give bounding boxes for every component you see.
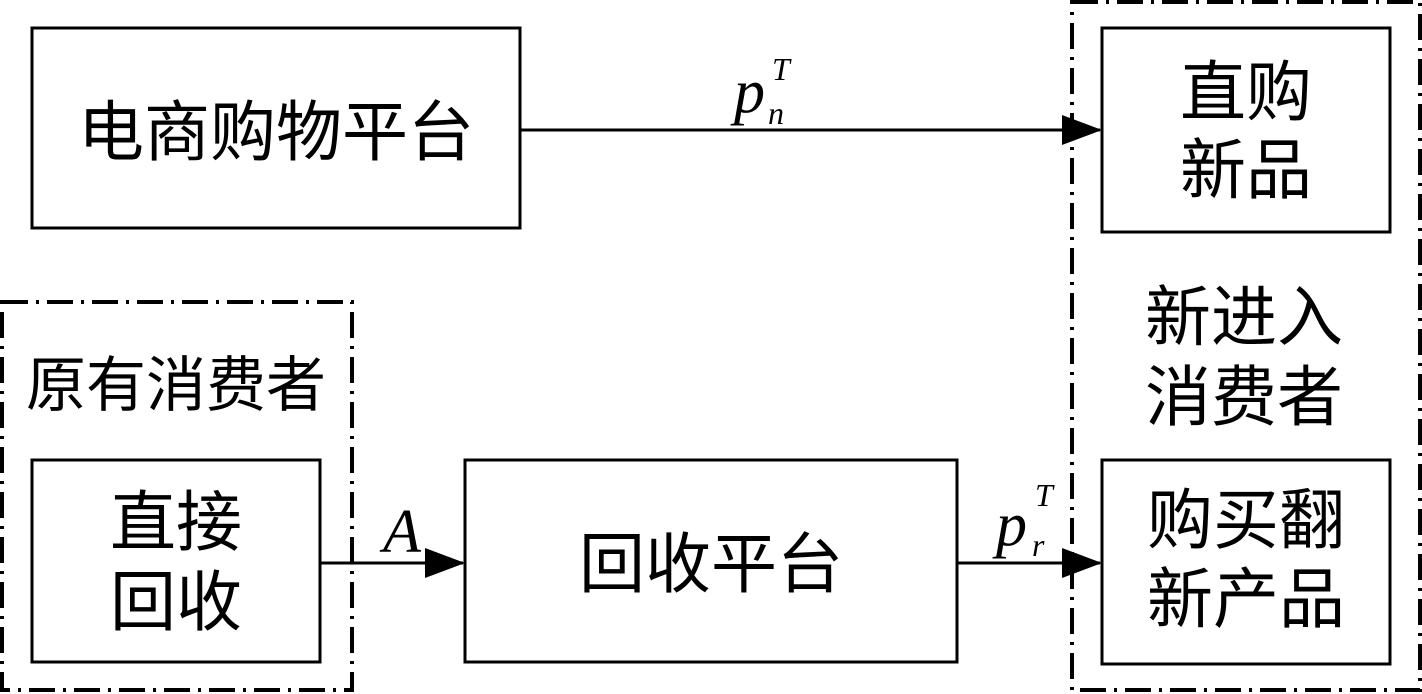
recycling-platform-label: 回收平台 [579,526,843,603]
refurb-price-base: p [992,491,1027,559]
new-price-base: p [730,58,765,126]
new-consumers-label-line2: 消费者 [1145,359,1343,436]
direct-recycle-label-line2: 回收 [110,564,242,641]
original-consumers-group-border [0,300,354,692]
direct-recycle-box [30,458,322,664]
direct-buy-new-label-line2: 新品 [1180,132,1312,209]
buy-refurbished-label-line2: 新产品 [1147,561,1345,638]
buy-refurbished-label-line1: 购买翻 [1147,482,1345,559]
buy-refurbished-box [1100,458,1392,666]
ecommerce-platform-box [30,26,522,230]
direct-buy-new-label-line1: 直购 [1180,54,1312,131]
new-product-price-label: p T n [730,51,792,131]
new-price-sup: T [772,51,792,87]
new-price-sub: n [768,95,784,131]
recycle-label: A [379,498,422,566]
recycling-platform-box [463,458,959,664]
direct-recycle-label-line1: 直接 [110,484,242,561]
new-consumers-label-line1: 新进入 [1145,279,1343,356]
ecommerce-platform-label: 电商购物平台 [78,94,474,171]
direct-buy-new-box [1100,26,1392,234]
refurbished-price-label: p T r [992,477,1055,563]
original-consumers-label: 原有消费者 [26,351,326,421]
refurb-price-sub: r [1032,527,1045,563]
refurb-price-sup: T [1035,477,1055,513]
new-consumers-group-border [1070,0,1422,692]
